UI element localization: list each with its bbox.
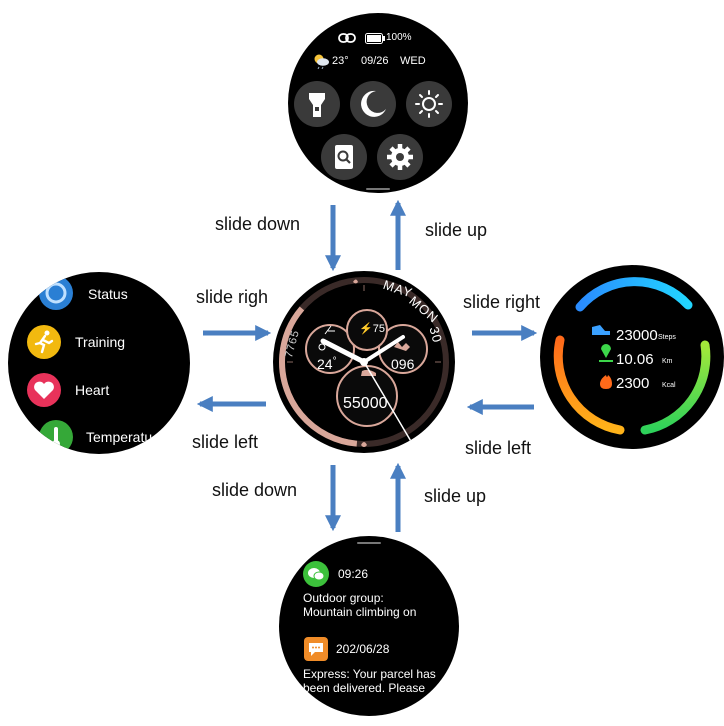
link-icon [338, 33, 356, 43]
message-1-line-1[interactable]: Outdoor group: [303, 591, 384, 605]
swipe-handle [357, 542, 381, 544]
battery-icon [365, 33, 385, 44]
message-2-time: 202/06/28 [336, 642, 390, 656]
watch-face-graphics [279, 277, 449, 447]
flashlight-icon [309, 93, 325, 117]
label-slide-up-bottom: slide up [424, 486, 487, 506]
temperature-label[interactable]: Temperatu [86, 429, 153, 445]
flame-icon [600, 375, 612, 389]
label-slide-right-right: slide right [463, 292, 541, 312]
top-weekday: WED [400, 55, 426, 67]
distance-unit: Km [662, 358, 673, 365]
center-power-value: ⚡75 [359, 323, 385, 335]
training-label[interactable]: Training [75, 334, 126, 350]
message-1-time: 09:26 [338, 567, 369, 581]
heart-icon [34, 381, 54, 399]
top-watch-quick-settings[interactable]: 100% 23° 09/26 WED [288, 13, 468, 193]
distance-value: 10.06 [616, 351, 654, 368]
brightness-icon [415, 90, 443, 118]
center-watch-face[interactable]: MAY MON 30 7765 ⚡75 24° 096 55000 [273, 271, 455, 453]
temperature-unit: ° [332, 356, 337, 367]
left-watch-app-list[interactable]: Status Training Heart Temperatu [8, 272, 190, 454]
message-icon [309, 643, 323, 656]
do-not-disturb-button[interactable] [350, 81, 396, 127]
message-2-line-1[interactable]: Express: Your parcel has [303, 667, 436, 681]
chat-app-icon [303, 561, 329, 587]
find-phone-icon [335, 145, 353, 169]
chat-bubble-icon [308, 568, 325, 581]
right-watch-activity[interactable]: 23000 Steps 10.06 Km 2300 Kcal [540, 265, 724, 449]
top-date: 09/26 [361, 55, 389, 67]
weather-icon [314, 54, 329, 69]
temperature-number: 24 [317, 356, 333, 372]
center-temperature: 24° [317, 356, 337, 372]
center-heart-rate: 096 [391, 356, 415, 372]
running-icon [34, 330, 54, 354]
temperature-item-icon [39, 420, 73, 454]
settings-icon [387, 144, 413, 170]
label-slide-up-top: slide up [425, 220, 488, 240]
label-slide-right-left: slide righ [196, 287, 269, 307]
label-slide-down-top: slide down [215, 214, 301, 234]
status-item-icon [39, 276, 73, 310]
top-temperature: 23° [332, 55, 349, 67]
status-icon [45, 282, 67, 304]
settings-button[interactable] [377, 134, 423, 180]
calories-unit: Kcal [662, 382, 676, 389]
label-slide-down-bottom: slide down [212, 480, 298, 500]
calories-value: 2300 [616, 375, 650, 392]
shoe-icon [592, 325, 610, 335]
message-1-line-2[interactable]: Mountain climbing on [303, 605, 417, 619]
brightness-button[interactable] [406, 81, 452, 127]
label-slide-left-right: slide left [465, 438, 532, 458]
heart-item-icon [27, 373, 61, 407]
label-slide-left-left: slide left [192, 432, 259, 452]
flashlight-button[interactable] [294, 81, 340, 127]
status-label[interactable]: Status [88, 286, 128, 302]
swipe-handle [366, 188, 390, 190]
bottom-watch-messages[interactable]: 09:26 Outdoor group: Mountain climbing o… [279, 536, 459, 716]
sms-app-icon [304, 637, 328, 661]
location-icon [601, 344, 611, 358]
heart-label[interactable]: Heart [75, 382, 110, 398]
battery-percent: 100% [386, 32, 412, 43]
thermometer-icon [52, 427, 60, 448]
moon-icon [361, 90, 386, 117]
power-number: 75 [372, 323, 385, 335]
steps-unit: Steps [658, 334, 676, 341]
center-steps: 55000 [343, 395, 388, 412]
message-2-line-2[interactable]: been delivered. Please [303, 681, 426, 695]
find-phone-button[interactable] [321, 134, 367, 180]
steps-value: 23000 [616, 327, 658, 344]
activity-rings [553, 277, 711, 435]
training-item-icon [27, 325, 61, 359]
